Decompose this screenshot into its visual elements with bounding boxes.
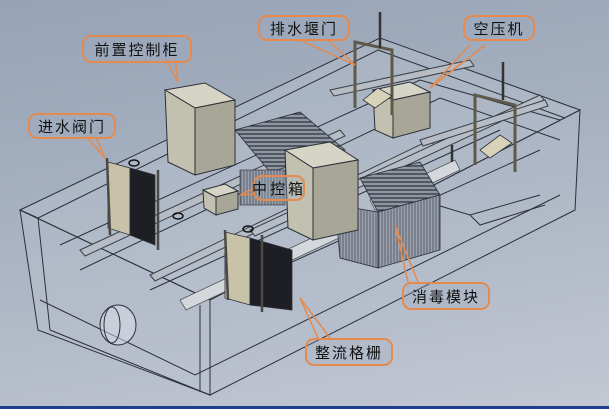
gate-posts <box>105 157 264 312</box>
label-inlet-valve-gate: 进水阀门 <box>28 113 116 139</box>
drain-weir-gate-shape <box>353 40 517 172</box>
callout-pointers <box>84 39 486 339</box>
inlet-valve-gates <box>107 161 293 311</box>
label-central-control-box: 中控箱 <box>252 175 305 201</box>
label-drain-weir-gate: 排水堰门 <box>258 15 350 41</box>
pipe-opening <box>99 304 137 346</box>
actuator-rods <box>378 12 505 162</box>
central-control-box-shape <box>201 183 240 216</box>
central-cabinet-shape <box>283 141 360 241</box>
gate-handwheels <box>128 159 254 233</box>
label-disinfection-module: 消毒模块 <box>402 282 490 310</box>
label-flow-straightening-grille: 整流格栅 <box>305 338 393 366</box>
label-front-control-cabinet: 前置控制柜 <box>82 35 192 63</box>
weir-plates <box>362 87 513 159</box>
label-air-compressor: 空压机 <box>463 15 535 41</box>
front-control-cabinet-shape <box>163 82 237 176</box>
